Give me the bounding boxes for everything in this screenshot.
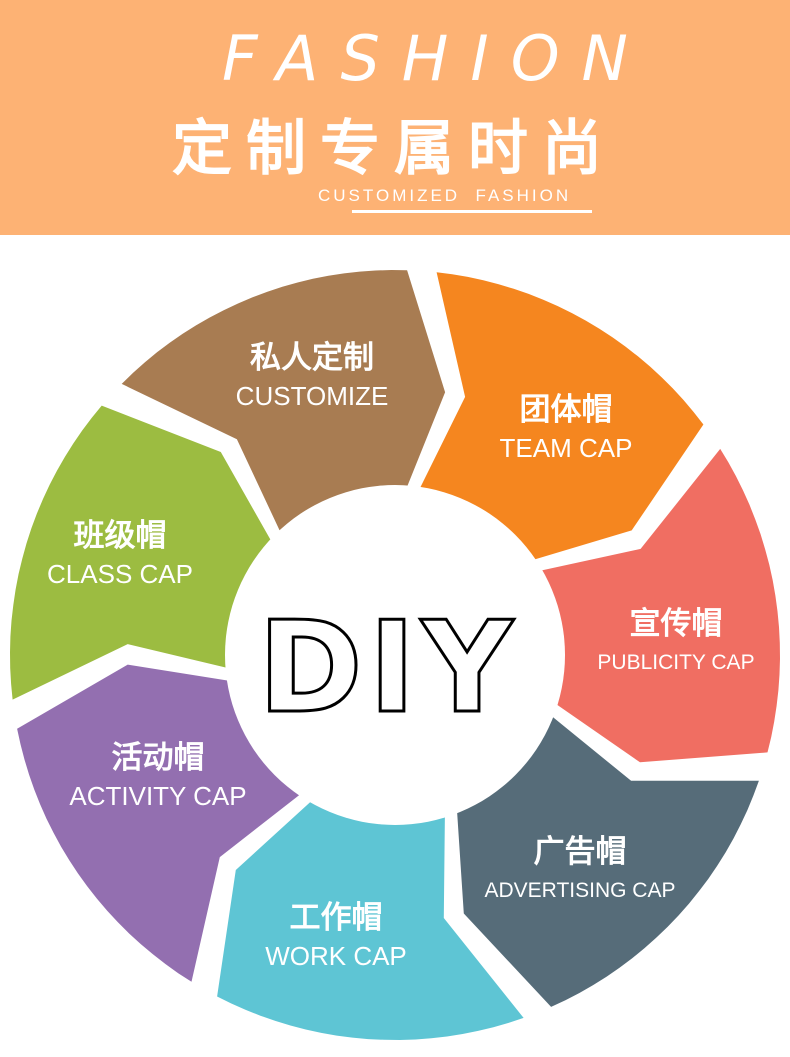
- label-en: CUSTOMIZE: [235, 381, 389, 411]
- segment-label-class: 班级帽 CLASS CAP: [47, 510, 193, 590]
- subtitle: CUSTOMIZED FASHION: [318, 186, 572, 205]
- ring-segment: [17, 664, 316, 982]
- ring-segment: [121, 270, 446, 550]
- label-en: ACTIVITY CAP: [69, 781, 247, 811]
- label-en: PUBLICITY CAP: [597, 651, 755, 674]
- ring-segment: [411, 272, 704, 566]
- segment-label-work: 工作帽 WORK CAP: [265, 892, 407, 972]
- segment-label-publicity: 宣传帽 PUBLICITY CAP: [597, 598, 754, 675]
- ring-segment: [521, 448, 780, 763]
- subtitle-underline: [352, 210, 592, 213]
- segment-label-customize: 私人定制 CUSTOMIZE: [236, 332, 389, 412]
- segment-label-activity: 活动帽 ACTIVITY CAP: [69, 732, 246, 812]
- ring-segment: [10, 405, 281, 700]
- diy-center-text: DIY: [257, 593, 519, 743]
- chinese-title: 定制专属时尚: [172, 114, 616, 184]
- segment-label-team: 团体帽 TEAM CAP: [500, 384, 633, 464]
- label-cn: 活动帽: [111, 740, 205, 776]
- fashion-title: FASHION: [222, 22, 650, 95]
- label-cn: 宣传帽: [629, 606, 723, 642]
- label-en: TEAM CAP: [499, 433, 633, 463]
- header-banner: FASHION 定制专属时尚 CUSTOMIZED FASHION: [0, 0, 790, 235]
- label-cn: 广告帽: [533, 834, 627, 870]
- segment-label-advertising: 广告帽 ADVERTISING CAP: [485, 826, 676, 903]
- center-circle: [225, 485, 565, 825]
- label-cn: 工作帽: [289, 900, 383, 936]
- ring-segment: [217, 788, 524, 1040]
- label-cn: 班级帽: [73, 518, 167, 554]
- label-en: CLASS CAP: [47, 559, 193, 589]
- ring-segment: [455, 704, 759, 1007]
- label-en: WORK CAP: [265, 941, 407, 971]
- label-cn: 私人定制: [249, 340, 374, 376]
- label-en: ADVERTISING CAP: [484, 879, 676, 902]
- label-cn: 团体帽: [519, 392, 613, 428]
